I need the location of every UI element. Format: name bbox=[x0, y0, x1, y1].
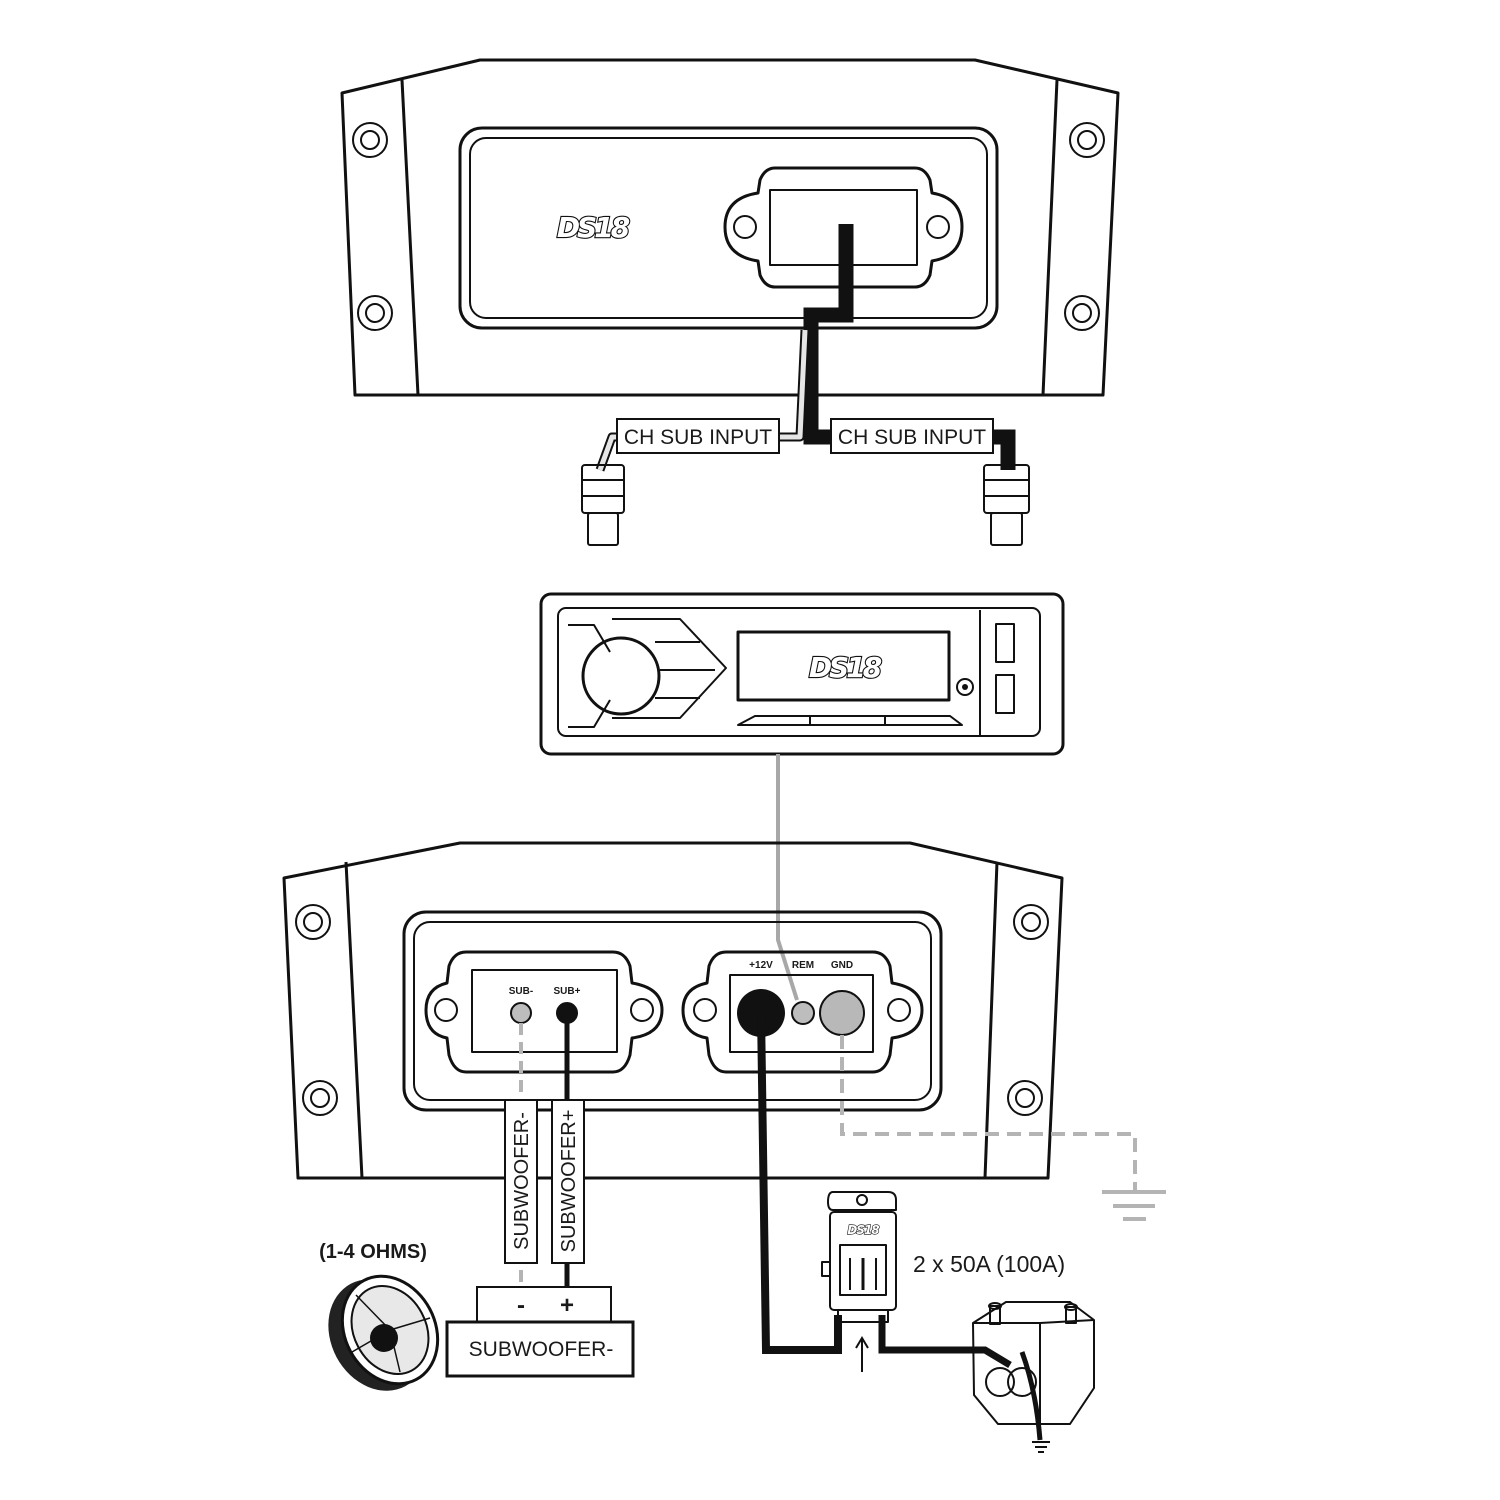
speaker-terminal-box: - + SUBWOOFER- bbox=[445, 1286, 635, 1378]
svg-text:DS18: DS18 bbox=[847, 1223, 879, 1237]
rca-input-cables: CH SUB INPUT CH SUB INPUT bbox=[581, 224, 1030, 546]
rem-terminal bbox=[791, 1001, 815, 1025]
sub-neg-terminal-label: SUB- bbox=[509, 986, 533, 997]
ch-sub-input-label-right: CH SUB INPUT bbox=[830, 418, 994, 454]
head-unit: DS18 bbox=[539, 592, 1065, 756]
p12v-terminal-label: +12V bbox=[749, 960, 773, 971]
screw-icon bbox=[1064, 295, 1100, 331]
speaker-minus: - bbox=[517, 1292, 525, 1319]
screw-icon bbox=[357, 295, 393, 331]
top-amp-logo: DS18 bbox=[557, 211, 630, 244]
rca-plug-icon bbox=[983, 464, 1030, 546]
power-wire bbox=[757, 1012, 842, 1354]
svg-text:SUBWOOFER+: SUBWOOFER+ bbox=[558, 1110, 580, 1253]
top-amplifier: DS18 bbox=[340, 58, 1120, 397]
bottom-amplifier: SUB- SUB+ +12V REM GND bbox=[282, 841, 1064, 1180]
subwoofer-pos-wire-label: SUBWOOFER+ bbox=[551, 1099, 585, 1264]
screw-icon bbox=[295, 904, 331, 940]
fuse-holder-icon: DS18 bbox=[821, 1191, 897, 1372]
gnd-terminal bbox=[819, 990, 865, 1036]
speaker-plus: + bbox=[560, 1292, 574, 1319]
screw-icon bbox=[352, 122, 388, 158]
screw-icon bbox=[1007, 1080, 1043, 1116]
battery-wire bbox=[878, 1315, 1012, 1369]
sub-pos-terminal bbox=[556, 1002, 578, 1024]
remote-wire bbox=[776, 754, 799, 1001]
speaker-box-label: SUBWOOFER- bbox=[469, 1338, 614, 1361]
subwoofer-neg-wire-label: SUBWOOFER- bbox=[504, 1099, 538, 1264]
gnd-terminal-label: GND bbox=[831, 960, 853, 971]
screw-icon bbox=[1013, 904, 1049, 940]
screw-icon bbox=[302, 1080, 338, 1116]
svg-text:CH SUB INPUT: CH SUB INPUT bbox=[838, 426, 986, 449]
head-unit-logo: DS18 bbox=[809, 651, 882, 684]
ground-icon bbox=[1102, 1190, 1166, 1221]
svg-text:CH SUB INPUT: CH SUB INPUT bbox=[624, 426, 772, 449]
subwoofer-icon bbox=[328, 1274, 440, 1391]
ground-icon bbox=[1032, 1441, 1050, 1453]
sub-pos-terminal-label: SUB+ bbox=[554, 986, 581, 997]
ground-wire bbox=[840, 1035, 1166, 1221]
ch-sub-input-label-left: CH SUB INPUT bbox=[616, 418, 780, 454]
speaker-output-terminal-block: SUB- SUB+ bbox=[424, 950, 664, 1074]
fuse-rating-label: 2 x 50A (100A) bbox=[913, 1251, 1065, 1277]
battery-icon bbox=[972, 1301, 1095, 1453]
screw-icon bbox=[1069, 122, 1105, 158]
rem-terminal-label: REM bbox=[792, 960, 814, 971]
power-terminal-block: +12V REM GND bbox=[681, 950, 924, 1074]
rca-plug-icon bbox=[581, 464, 625, 546]
impedance-label: (1-4 OHMS) bbox=[319, 1241, 427, 1263]
sub-neg-terminal bbox=[510, 1002, 532, 1024]
svg-text:SUBWOOFER-: SUBWOOFER- bbox=[511, 1112, 533, 1250]
